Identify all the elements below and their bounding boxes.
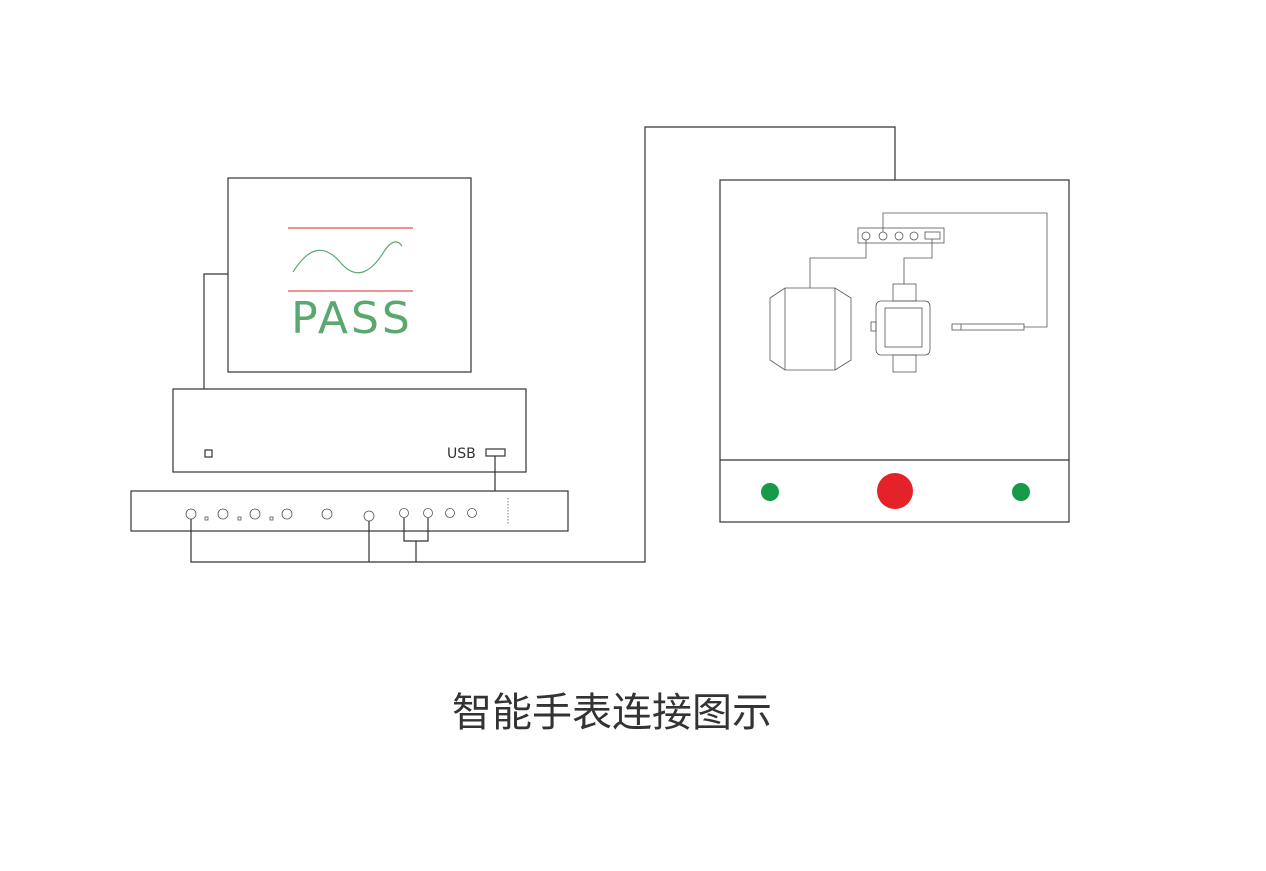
left-indicator	[761, 483, 779, 501]
test-fixture	[719, 179, 1070, 523]
connector-strip	[857, 227, 945, 244]
monitor-cable	[203, 273, 228, 389]
monitor: PASS	[227, 177, 472, 373]
usb-label: USB	[447, 446, 476, 462]
computer: USB	[172, 388, 527, 473]
right-indicator	[1012, 483, 1030, 501]
test-instrument	[130, 490, 569, 532]
usb-port	[485, 448, 506, 457]
stylus	[951, 323, 1025, 331]
power-button	[204, 449, 213, 458]
pass-status: PASS	[291, 293, 413, 344]
instrument-wiring	[190, 126, 896, 563]
smartwatch	[870, 283, 931, 373]
wristband	[769, 287, 852, 371]
signal-wave	[292, 241, 403, 274]
diagram-caption: 智能手表连接图示	[452, 690, 772, 736]
start-button[interactable]	[877, 473, 913, 509]
